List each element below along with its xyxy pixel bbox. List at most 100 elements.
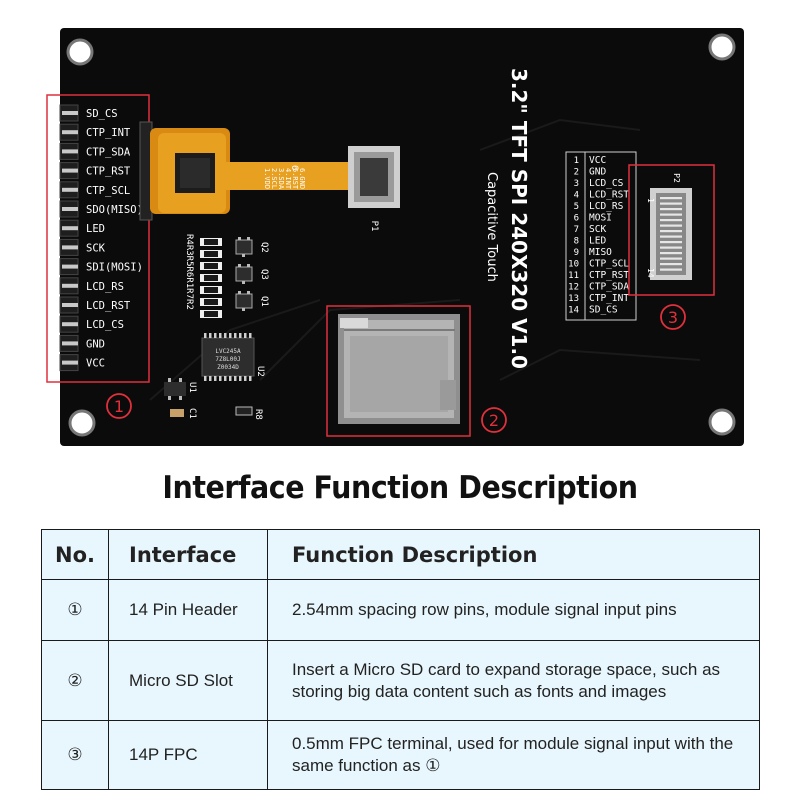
fpc-pin-table-frame — [565, 151, 637, 321]
header-function: Function Description — [267, 529, 760, 580]
header-pin — [59, 277, 79, 295]
header-pin-label: CTP_RST — [86, 166, 131, 178]
resistor — [200, 274, 222, 282]
flex-pin-label: 4.INT — [284, 168, 292, 190]
resistor-labels: R4R3R5R6R1R7R2 — [184, 234, 194, 310]
resistor — [200, 310, 222, 318]
pin-header-highlight — [46, 94, 150, 383]
svg-text:2: 2 — [489, 411, 499, 430]
resistor — [200, 262, 222, 270]
header-pin — [59, 258, 79, 276]
flex-pin-label: 1.VDD — [263, 168, 271, 189]
pin-header-14 — [59, 104, 79, 372]
sd-slot-highlight — [326, 305, 471, 437]
header-pin-label: SDI(MOSI) — [86, 262, 143, 274]
p1-connector — [348, 146, 400, 208]
marker-3: 3 — [660, 304, 686, 330]
fpc-highlight — [628, 164, 715, 296]
header-pin-label: LCD_RST — [86, 300, 131, 312]
header-pin — [59, 219, 79, 237]
header-pin-label: SCK — [86, 242, 106, 254]
fpc-pin-number: 13 — [568, 294, 579, 304]
svg-text:7Z8L00J: 7Z8L00J — [215, 356, 240, 363]
transistor-label: Q3 — [259, 269, 269, 280]
transistor-label: Q2 — [259, 242, 269, 253]
fpc-pin-name: CTP_SCL — [589, 259, 629, 270]
header-pin-label: CTP_SCL — [86, 185, 130, 197]
flex-pin-number: 6 — [289, 165, 299, 170]
header-pin-label: GND — [86, 338, 105, 350]
header-pin-label: CTP_SDA — [86, 146, 131, 158]
fpc-pin-number: 2 — [574, 168, 579, 178]
fpc-pin-name: CTP_INT — [589, 293, 629, 304]
fpc-pin-last: 14 — [646, 268, 655, 278]
fpc-connector-p2 — [650, 188, 692, 280]
fpc-pin-name: CTP_SDA — [589, 282, 629, 293]
fpc-pin-name: SD_CS — [589, 305, 618, 316]
fpc-pin-number: 11 — [568, 271, 579, 281]
board-title: 3.2" TFT SPI 240X320 V1.0 — [507, 68, 531, 369]
fpc-pin-number: 1 — [574, 156, 579, 166]
row-2-interface: Micro SD Slot — [108, 640, 268, 721]
fpc-pin-name: LED — [589, 236, 606, 247]
header-pin-label: SD_CS — [86, 108, 118, 120]
marker-2: 2 — [481, 407, 507, 433]
fpc-pin-name: VCC — [589, 155, 606, 166]
r8-label: R8 — [253, 409, 263, 420]
resistor — [200, 286, 222, 294]
resistor — [200, 250, 222, 258]
small-components — [164, 378, 253, 417]
resistor-array — [200, 238, 222, 318]
header-no: No. — [41, 529, 109, 580]
fpc-pin-first: 1 — [646, 198, 655, 203]
row-2-no: ② — [41, 640, 109, 721]
header-pin-label: SDO(MISO) — [86, 204, 143, 216]
fpc-pin-name: LCD_CS — [589, 178, 624, 189]
header-pin — [59, 315, 79, 333]
flex-pin-label: 2.SCL — [270, 168, 278, 189]
fpc-pin-name: MOSI — [589, 213, 612, 224]
transistor-label: Q1 — [259, 296, 269, 307]
header-pin — [59, 334, 79, 352]
svg-text:LVC245A: LVC245A — [215, 348, 241, 355]
header-pin-label: LCD_CS — [86, 319, 124, 331]
u2-chip: LVC245A 7Z8L00J Z0034D — [201, 333, 255, 381]
header-interface: Interface — [108, 529, 268, 580]
header-pin-label: LCD_RS — [86, 281, 124, 293]
table-row: ② Micro SD Slot Insert a Micro SD card t… — [41, 640, 760, 721]
header-pin — [59, 354, 79, 372]
header-pin-label: CTP_INT — [86, 127, 131, 139]
transistor — [235, 264, 253, 284]
c1-label: C1 — [187, 408, 197, 419]
svg-text:Z0034D: Z0034D — [217, 364, 239, 371]
fpc-pin-name: LCD_RS — [589, 201, 624, 212]
fpc-pin-number: 7 — [574, 225, 579, 235]
row-1-no: ① — [41, 579, 109, 641]
fpc-pin-number: 12 — [568, 283, 579, 293]
header-pin-label: LED — [86, 223, 105, 235]
fpc-pin-name: SCK — [589, 224, 606, 235]
fpc-pin-number: 6 — [574, 214, 579, 224]
fpc-pin-number: 4 — [574, 191, 579, 201]
fpc-pin-number: 14 — [568, 306, 579, 316]
fpc-pin-name: MISO — [589, 247, 612, 258]
header-pin-label: VCC — [86, 358, 105, 370]
transistor — [235, 237, 253, 257]
fpc-pin-number: 8 — [574, 237, 579, 247]
table-row: ③ 14P FPC 0.5mm FPC terminal, used for m… — [41, 720, 760, 790]
resistor — [200, 298, 222, 306]
header-pin — [59, 104, 79, 122]
fpc-pin-number: 5 — [574, 202, 579, 212]
section-title: Interface Function Description — [162, 470, 638, 506]
row-3-interface: 14P FPC — [108, 720, 268, 790]
table-row: ① 14 Pin Header 2.54mm spacing row pins,… — [41, 579, 760, 641]
lcd-module-board-illustration: SD_CSCTP_INTCTP_SDACTP_RSTCTP_SCLSDO(MIS… — [46, 28, 744, 446]
fpc-pin-name: CTP_RST — [589, 270, 629, 281]
fpc-pin-number: 3 — [574, 179, 579, 189]
pcb-traces — [149, 118, 701, 401]
row-3-no: ③ — [41, 720, 109, 790]
u2-label: U2 — [255, 366, 265, 377]
flex-pin-label: 3.SDA — [277, 168, 285, 190]
